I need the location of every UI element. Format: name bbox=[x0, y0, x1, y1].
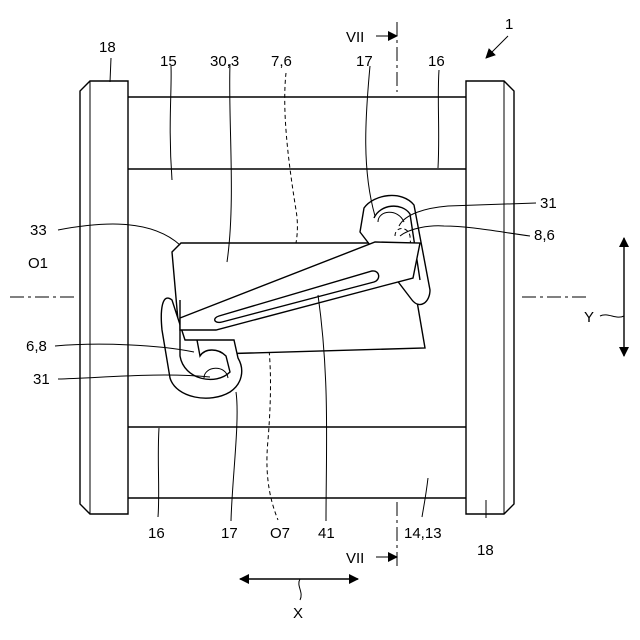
label-o1: O1 bbox=[28, 255, 48, 272]
label-14-13: 14,13 bbox=[404, 525, 442, 542]
label-8-6: 8,6 bbox=[534, 227, 555, 244]
label-ref-1: 1 bbox=[505, 16, 513, 33]
label-17-bottom: 17 bbox=[221, 525, 238, 542]
label-31-right: 31 bbox=[540, 195, 557, 212]
label-18-top: 18 bbox=[99, 39, 116, 56]
end-cap-left bbox=[80, 81, 128, 514]
label-18-bottom: 18 bbox=[477, 542, 494, 559]
x-axis-leader bbox=[299, 579, 301, 600]
label-7-6: 7,6 bbox=[271, 53, 292, 70]
y-axis-leader bbox=[600, 315, 624, 317]
label-section-top: VII bbox=[346, 29, 364, 46]
label-15: 15 bbox=[160, 53, 177, 70]
label-axis-y: Y bbox=[584, 309, 594, 326]
label-section-bottom: VII bbox=[346, 550, 364, 567]
ref-arrow-1 bbox=[486, 36, 508, 58]
label-31-left: 31 bbox=[33, 371, 50, 388]
label-axis-x: X bbox=[293, 605, 303, 622]
label-17-top: 17 bbox=[356, 53, 373, 70]
label-33: 33 bbox=[30, 222, 47, 239]
label-41: 41 bbox=[318, 525, 335, 542]
label-16-bottom: 16 bbox=[148, 525, 165, 542]
end-cap-right bbox=[466, 81, 514, 514]
label-o7: O7 bbox=[270, 525, 290, 542]
label-6-8: 6,8 bbox=[26, 338, 47, 355]
label-30-3: 30,3 bbox=[210, 53, 239, 70]
label-16-top: 16 bbox=[428, 53, 445, 70]
